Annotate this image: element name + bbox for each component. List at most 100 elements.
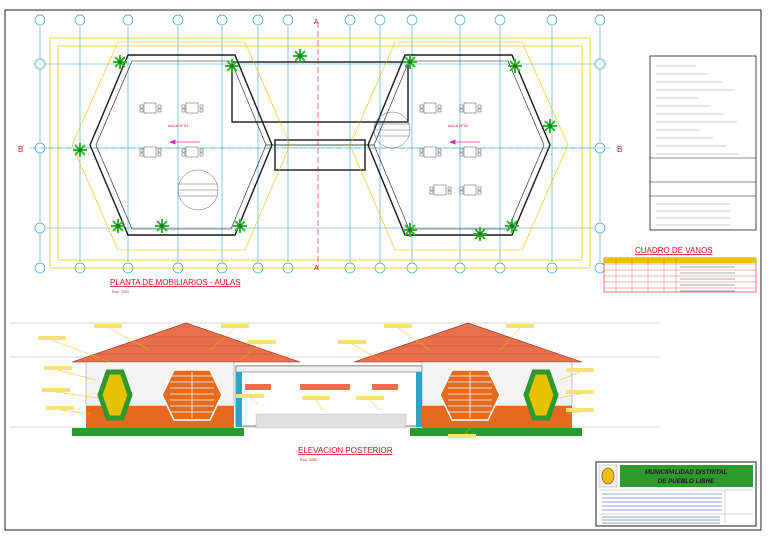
- callout-tag: [356, 396, 384, 400]
- municipal-seal-icon: [601, 467, 615, 485]
- window-grille-left: [170, 372, 214, 418]
- callout-leader: [397, 327, 431, 351]
- chair: [181, 104, 186, 109]
- grid-bubble: [34, 222, 46, 234]
- student-table: [423, 102, 437, 114]
- elevation-scale: Esc. 1/50: [300, 457, 317, 462]
- grid-bubble: [172, 14, 184, 26]
- chair: [157, 108, 162, 113]
- plant-center: [116, 224, 120, 228]
- chair: [199, 108, 204, 113]
- chair: [477, 186, 482, 191]
- callout-leader: [239, 343, 263, 361]
- chair: [429, 186, 434, 191]
- title-block: MUNICIPALIDAD DISTRITAL DE PUEBLO LIBRE: [595, 461, 757, 527]
- callout-tag: [338, 340, 366, 344]
- plan-outlines: [71, 41, 569, 251]
- dimension-frame: [49, 37, 591, 269]
- callout-leader: [55, 391, 99, 399]
- section-a-bottom: A: [314, 265, 319, 272]
- room-label-right: AULA N°02: [448, 123, 469, 128]
- callout-tag: [46, 406, 74, 410]
- chair: [199, 148, 204, 153]
- elevation-callouts: [38, 324, 594, 439]
- grid-bubble: [282, 14, 294, 26]
- plan-scale: Esc. 1/50: [112, 289, 129, 294]
- callout-leader: [351, 343, 381, 361]
- callout-leader: [59, 409, 91, 415]
- chair: [477, 148, 482, 153]
- chair: [181, 108, 186, 113]
- grid-bubble: [344, 14, 356, 26]
- grid-bubble: [406, 14, 418, 26]
- chair: [447, 190, 452, 195]
- elevation-title: ELEVACION POSTERIOR: [298, 446, 393, 455]
- chair: [437, 148, 442, 153]
- student-table: [433, 184, 447, 196]
- sheet-border: [4, 9, 762, 531]
- grid-bubble: [494, 14, 506, 26]
- chair: [477, 190, 482, 195]
- chair: [157, 148, 162, 153]
- student-table: [143, 146, 157, 158]
- plant-center: [78, 148, 82, 152]
- grid-bubble: [216, 14, 228, 26]
- callout-leader: [315, 399, 323, 411]
- chair: [437, 108, 442, 113]
- callout-tag: [566, 390, 594, 394]
- chair: [139, 148, 144, 153]
- chair: [181, 148, 186, 153]
- student-table: [185, 102, 199, 114]
- student-table: [185, 146, 199, 158]
- plant-center: [548, 124, 552, 128]
- plant-center: [160, 224, 164, 228]
- callout-leader: [499, 327, 521, 351]
- grid-bubble: [252, 14, 264, 26]
- plant-center: [118, 60, 122, 64]
- grid-bubble: [594, 14, 606, 26]
- plant-center: [298, 54, 302, 58]
- chair: [447, 186, 452, 191]
- callout-tag: [506, 324, 534, 328]
- callout-tag: [248, 340, 276, 344]
- plant-center: [238, 224, 242, 228]
- chair: [139, 104, 144, 109]
- grid-bubble: [34, 58, 46, 70]
- student-table: [463, 184, 477, 196]
- chair: [419, 108, 424, 113]
- chair: [459, 186, 464, 191]
- student-table: [463, 146, 477, 158]
- student-table: [423, 146, 437, 158]
- chair: [181, 152, 186, 157]
- callout-tag: [302, 396, 330, 400]
- plant-center: [510, 224, 514, 228]
- elevation-right-pavilion: [353, 322, 583, 436]
- callout-tag: [221, 324, 249, 328]
- callout-tag: [566, 408, 594, 412]
- room-arrows: [168, 139, 480, 145]
- window-grille-right: [448, 372, 492, 418]
- callout-leader: [107, 327, 151, 351]
- student-table: [463, 102, 477, 114]
- chair: [157, 104, 162, 109]
- chair: [459, 104, 464, 109]
- plant-symbols: [73, 49, 557, 241]
- chair: [459, 148, 464, 153]
- student-table: [143, 102, 157, 114]
- section-line-a: A A: [314, 19, 319, 272]
- chair: [199, 104, 204, 109]
- section-line-b: B B: [18, 145, 622, 154]
- chair: [419, 104, 424, 109]
- floor-patterns: [177, 111, 411, 211]
- grid-bubble: [454, 14, 466, 26]
- callout-leader: [565, 411, 581, 415]
- furniture-layout: [139, 102, 482, 196]
- chair: [199, 152, 204, 157]
- callout-tag: [42, 388, 70, 392]
- notes-box: [649, 55, 757, 231]
- chair: [477, 108, 482, 113]
- axis-bubbles: [34, 14, 606, 274]
- callout-tag: [94, 324, 122, 328]
- callout-leader: [209, 327, 236, 351]
